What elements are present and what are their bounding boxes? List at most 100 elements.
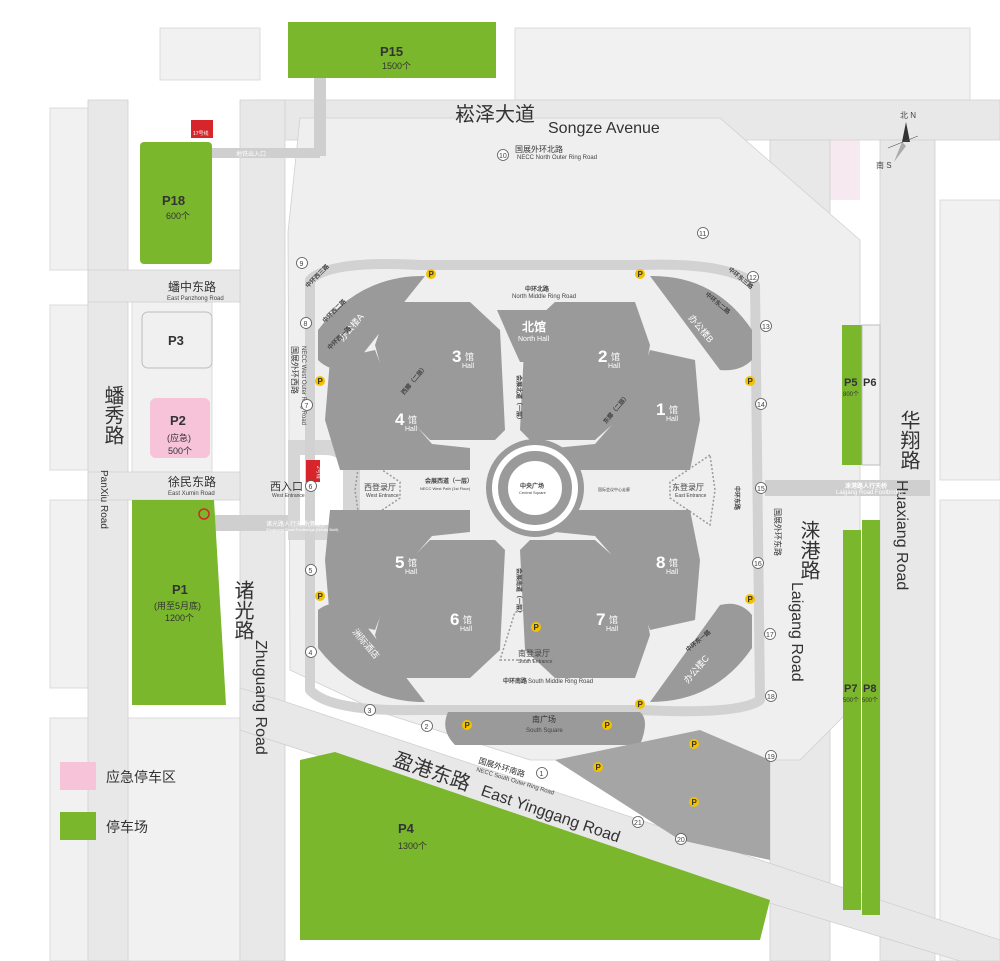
south-square-cn: 南广场 xyxy=(532,714,556,724)
marker-12[interactable]: 12 xyxy=(747,271,759,283)
marker-21[interactable]: 21 xyxy=(632,816,644,828)
marker-8[interactable]: 8 xyxy=(300,317,312,329)
office-c[interactable] xyxy=(650,603,752,702)
p-badge[interactable]: P xyxy=(426,269,436,279)
p-badge[interactable]: P xyxy=(315,376,325,386)
south-middle-en: South Middle Ring Road xyxy=(528,679,593,685)
metro-markers[interactable]: 17号线 2号线 xyxy=(191,120,322,520)
marker-5[interactable]: 5 xyxy=(305,564,317,576)
lot-p4[interactable] xyxy=(300,752,770,940)
parking-lots[interactable] xyxy=(132,22,881,940)
lot-p18[interactable] xyxy=(140,142,212,264)
west-entrance-hall xyxy=(354,453,401,527)
lot-p8[interactable] xyxy=(862,520,880,915)
numbered-markers[interactable]: 1 2 3 4 5 6 7 8 9 10 11 12 13 14 15 16 1… xyxy=(296,149,777,845)
marker-14[interactable]: 14 xyxy=(755,398,767,410)
marker-11[interactable]: 11 xyxy=(697,227,709,239)
south-east-block[interactable] xyxy=(555,730,770,860)
svg-text:8: 8 xyxy=(304,321,308,328)
p-badge[interactable]: P xyxy=(745,376,755,386)
svg-text:馆: 馆 xyxy=(609,614,618,625)
south-square-en: South Square xyxy=(526,728,563,734)
block-west-1 xyxy=(49,107,89,271)
p-badge[interactable]: P xyxy=(315,591,325,601)
p-badges[interactable]: P P P P P P P P P P P P P xyxy=(315,269,755,807)
svg-text:Hall: Hall xyxy=(462,363,475,370)
lot-p1[interactable] xyxy=(132,500,226,705)
legend: 应急停车区 停车场 xyxy=(60,762,176,840)
west-hall-en: West Entrance xyxy=(366,493,399,499)
zhuguang-cn-group: 诸光路 xyxy=(231,580,254,640)
svg-text:P: P xyxy=(692,740,698,749)
north-hall[interactable] xyxy=(497,310,575,362)
hall-4[interactable] xyxy=(325,350,470,470)
p-badge[interactable]: P xyxy=(531,622,541,632)
marker-1[interactable]: 1 xyxy=(536,767,548,779)
halls[interactable] xyxy=(318,275,770,860)
hotel[interactable] xyxy=(318,603,425,702)
lot-p6[interactable] xyxy=(861,324,881,466)
metro-17-icon[interactable] xyxy=(191,120,213,138)
p-badge[interactable]: P xyxy=(635,269,645,279)
p-badge[interactable]: P xyxy=(635,699,645,709)
svg-text:Hall: Hall xyxy=(666,569,679,576)
p1-note: (用至5月底) xyxy=(154,600,201,611)
svg-text:13: 13 xyxy=(762,324,770,331)
panzhong-cn: 蟠中东路 xyxy=(168,279,216,294)
lot-p2[interactable] xyxy=(150,398,210,458)
p-badge[interactable]: P xyxy=(593,762,603,772)
east-corridor-cn: 国际会议中心走廊 xyxy=(598,486,630,492)
marker-3[interactable]: 3 xyxy=(364,704,376,716)
office-a[interactable] xyxy=(318,275,425,371)
legend-parking-swatch xyxy=(60,812,96,840)
marker-13[interactable]: 13 xyxy=(760,320,772,332)
office-b[interactable] xyxy=(650,275,752,371)
metro-exit-icon[interactable] xyxy=(198,508,210,520)
metro-2-label: 2号线 xyxy=(315,466,322,479)
hall-7[interactable] xyxy=(520,540,650,678)
legend-emergency-swatch xyxy=(60,762,96,790)
marker-18[interactable]: 18 xyxy=(765,690,777,702)
zhuguang-bridge-cn: 诸光路人行天桥(新建) xyxy=(266,520,324,528)
p-badge[interactable]: P xyxy=(462,720,472,730)
lot-p15[interactable] xyxy=(288,22,496,78)
marker-4[interactable]: 4 xyxy=(305,646,317,658)
lot-p7[interactable] xyxy=(843,530,861,910)
laigang-bridge-en: Laigang Road Footbridge xyxy=(836,490,904,496)
p-badge[interactable]: P xyxy=(689,797,699,807)
marker-2[interactable]: 2 xyxy=(421,720,433,732)
lot-p5[interactable] xyxy=(842,325,862,465)
south-square[interactable] xyxy=(445,712,645,745)
marker-9[interactable]: 9 xyxy=(296,257,308,269)
hall-3[interactable] xyxy=(375,302,505,440)
marker-15[interactable]: 15 xyxy=(755,482,767,494)
svg-text:1: 1 xyxy=(540,771,544,778)
p8-cap: 500个 xyxy=(862,697,878,704)
marker-20[interactable]: 20 xyxy=(675,833,687,845)
metro-2-icon[interactable] xyxy=(306,460,320,482)
marker-16[interactable]: 16 xyxy=(752,557,764,569)
hall-6[interactable] xyxy=(375,540,505,678)
zhuguang-cn: 诸光路 xyxy=(231,580,254,640)
marker-17[interactable]: 17 xyxy=(764,628,776,640)
p-badge[interactable]: P xyxy=(689,739,699,749)
hall-5[interactable] xyxy=(325,510,470,630)
svg-text:16: 16 xyxy=(754,561,762,568)
marker-7[interactable]: 7 xyxy=(301,399,313,411)
block-west-2 xyxy=(49,304,89,471)
svg-text:5: 5 xyxy=(309,568,313,575)
p18-cap: 600个 xyxy=(166,211,190,221)
entrance-halls xyxy=(354,453,716,661)
marker-19[interactable]: 19 xyxy=(765,750,777,762)
svg-text:19: 19 xyxy=(767,754,775,761)
hall-1[interactable] xyxy=(555,350,700,470)
central-square[interactable] xyxy=(486,439,584,537)
marker-6[interactable]: 6 xyxy=(305,480,317,492)
lot-p3[interactable] xyxy=(141,311,213,369)
p4-name: P4 xyxy=(398,821,415,836)
marker-10[interactable]: 10 xyxy=(497,149,509,161)
p-badge[interactable]: P xyxy=(745,594,755,604)
xumin-road xyxy=(87,471,241,501)
hall-1-num: 1 xyxy=(656,400,665,419)
p-badge[interactable]: P xyxy=(602,720,612,730)
